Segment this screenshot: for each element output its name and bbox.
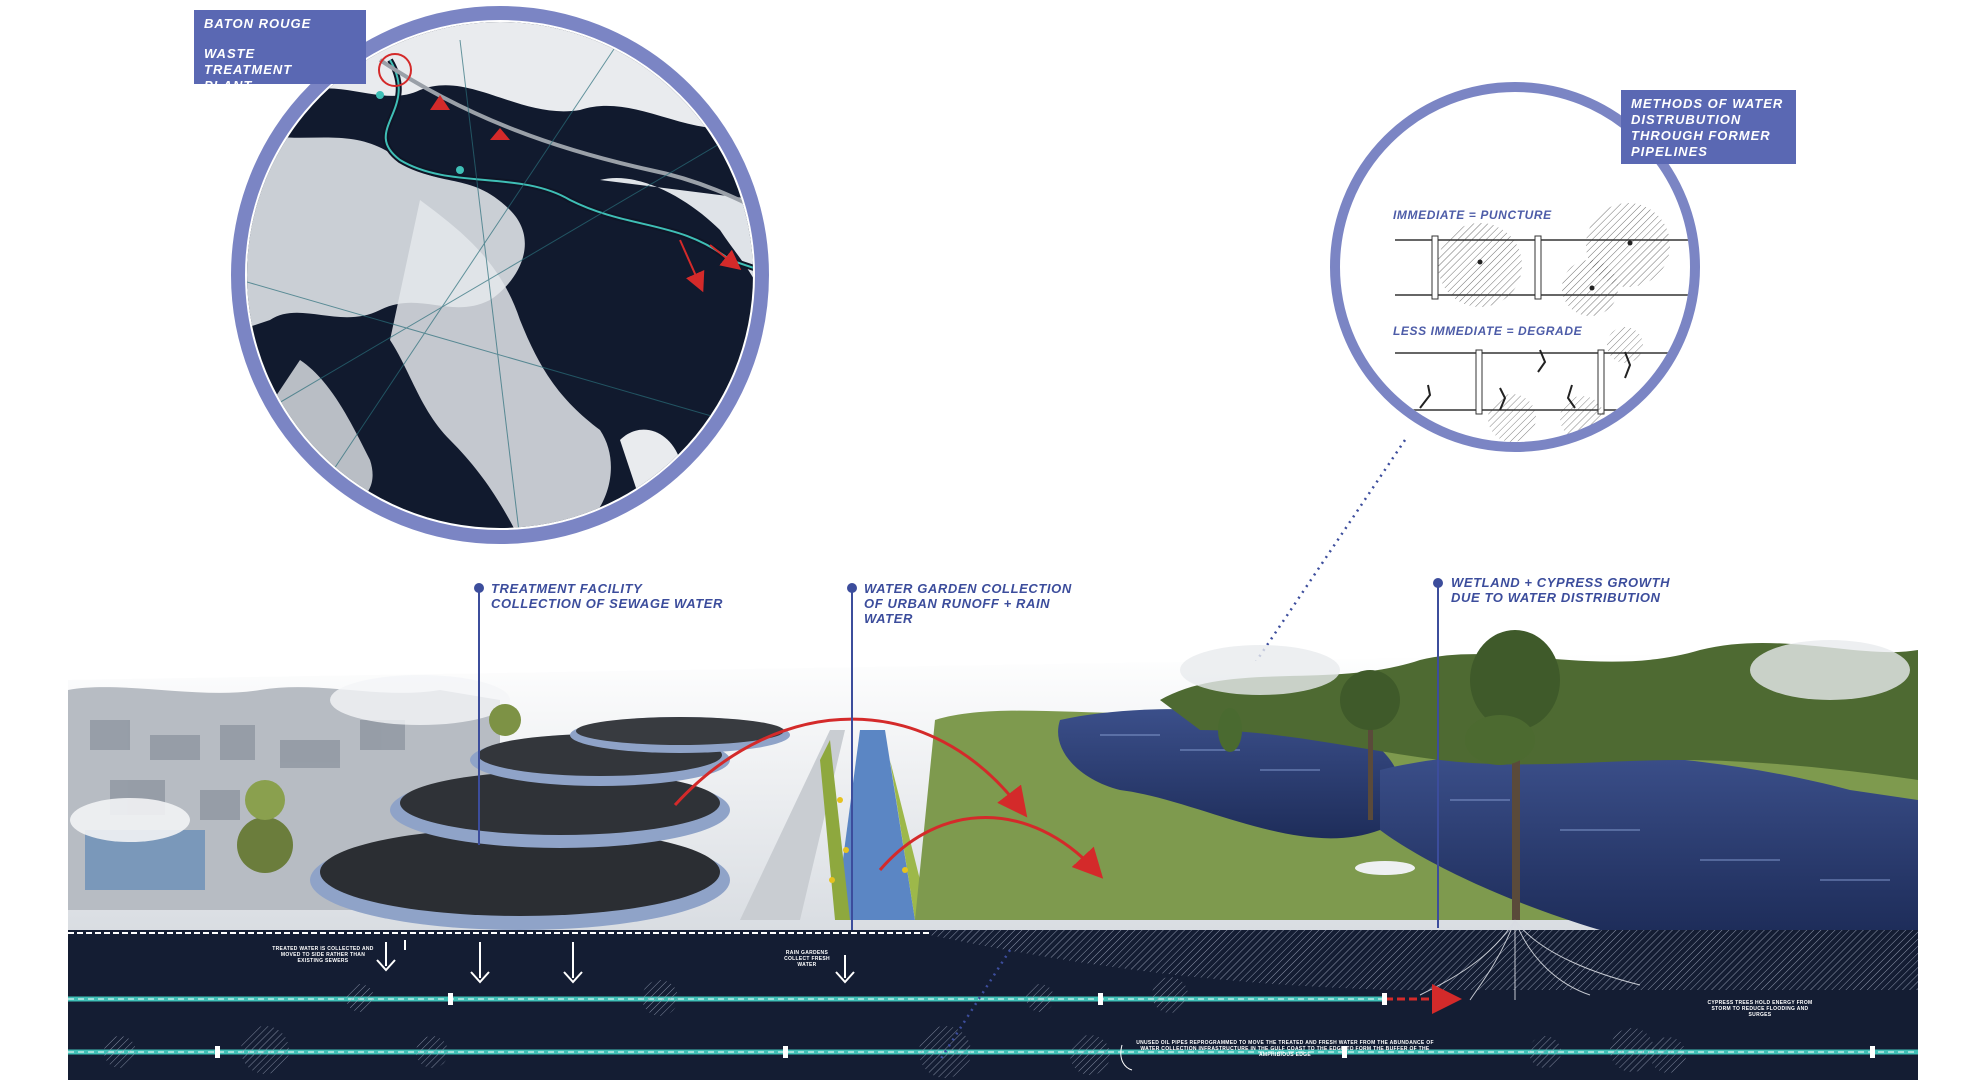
callout-leaders <box>474 578 1443 930</box>
callout-treatment: TREATMENT FACILITY COLLECTION OF SEWAGE … <box>491 581 724 611</box>
pipe-inset-less-immediate-label: LESS IMMEDIATE = DEGRADE <box>1393 324 1583 338</box>
map-label-subtitle: WASTE TREATMENT PLANT <box>204 46 293 93</box>
down-arrow-icons <box>376 940 855 984</box>
ground-section <box>68 919 1918 1080</box>
pipe-inset-immediate-label: IMMEDIATE = PUNCTURE <box>1393 208 1552 222</box>
note-treated-water: TREATED WATER IS COLLECTED AND MOVED TO … <box>272 946 374 964</box>
perspective-scene <box>68 630 1918 930</box>
pipe-inset <box>1208 82 1700 731</box>
callout-wetland: WETLAND + CYPRESS GROWTH DUE TO WATER DI… <box>1451 575 1671 605</box>
callout-water-garden: WATER GARDEN COLLECTION OF URBAN RUNOFF … <box>864 581 1072 626</box>
note-pipes: UNUSED OIL PIPES REPROGRAMMED TO MOVE TH… <box>1136 1040 1434 1058</box>
note-cypress: CYPRESS TREES HOLD ENERGY FROM STORM TO … <box>1707 1000 1813 1018</box>
note-rain-gardens: RAIN GARDENS COLLECT FRESH WATER <box>784 950 830 968</box>
methods-label-box: METHODS OF WATER DISTRUBUTION THROUGH FO… <box>1621 90 1796 164</box>
methods-label-text: METHODS OF WATER DISTRUBUTION THROUGH FO… <box>1631 96 1784 159</box>
map-inset <box>231 6 769 544</box>
pipe-lower <box>68 1046 1918 1058</box>
map-label-box: BATON ROUGE WASTE TREATMENT PLANT <box>194 10 366 93</box>
map-label-title: BATON ROUGE <box>204 16 312 31</box>
